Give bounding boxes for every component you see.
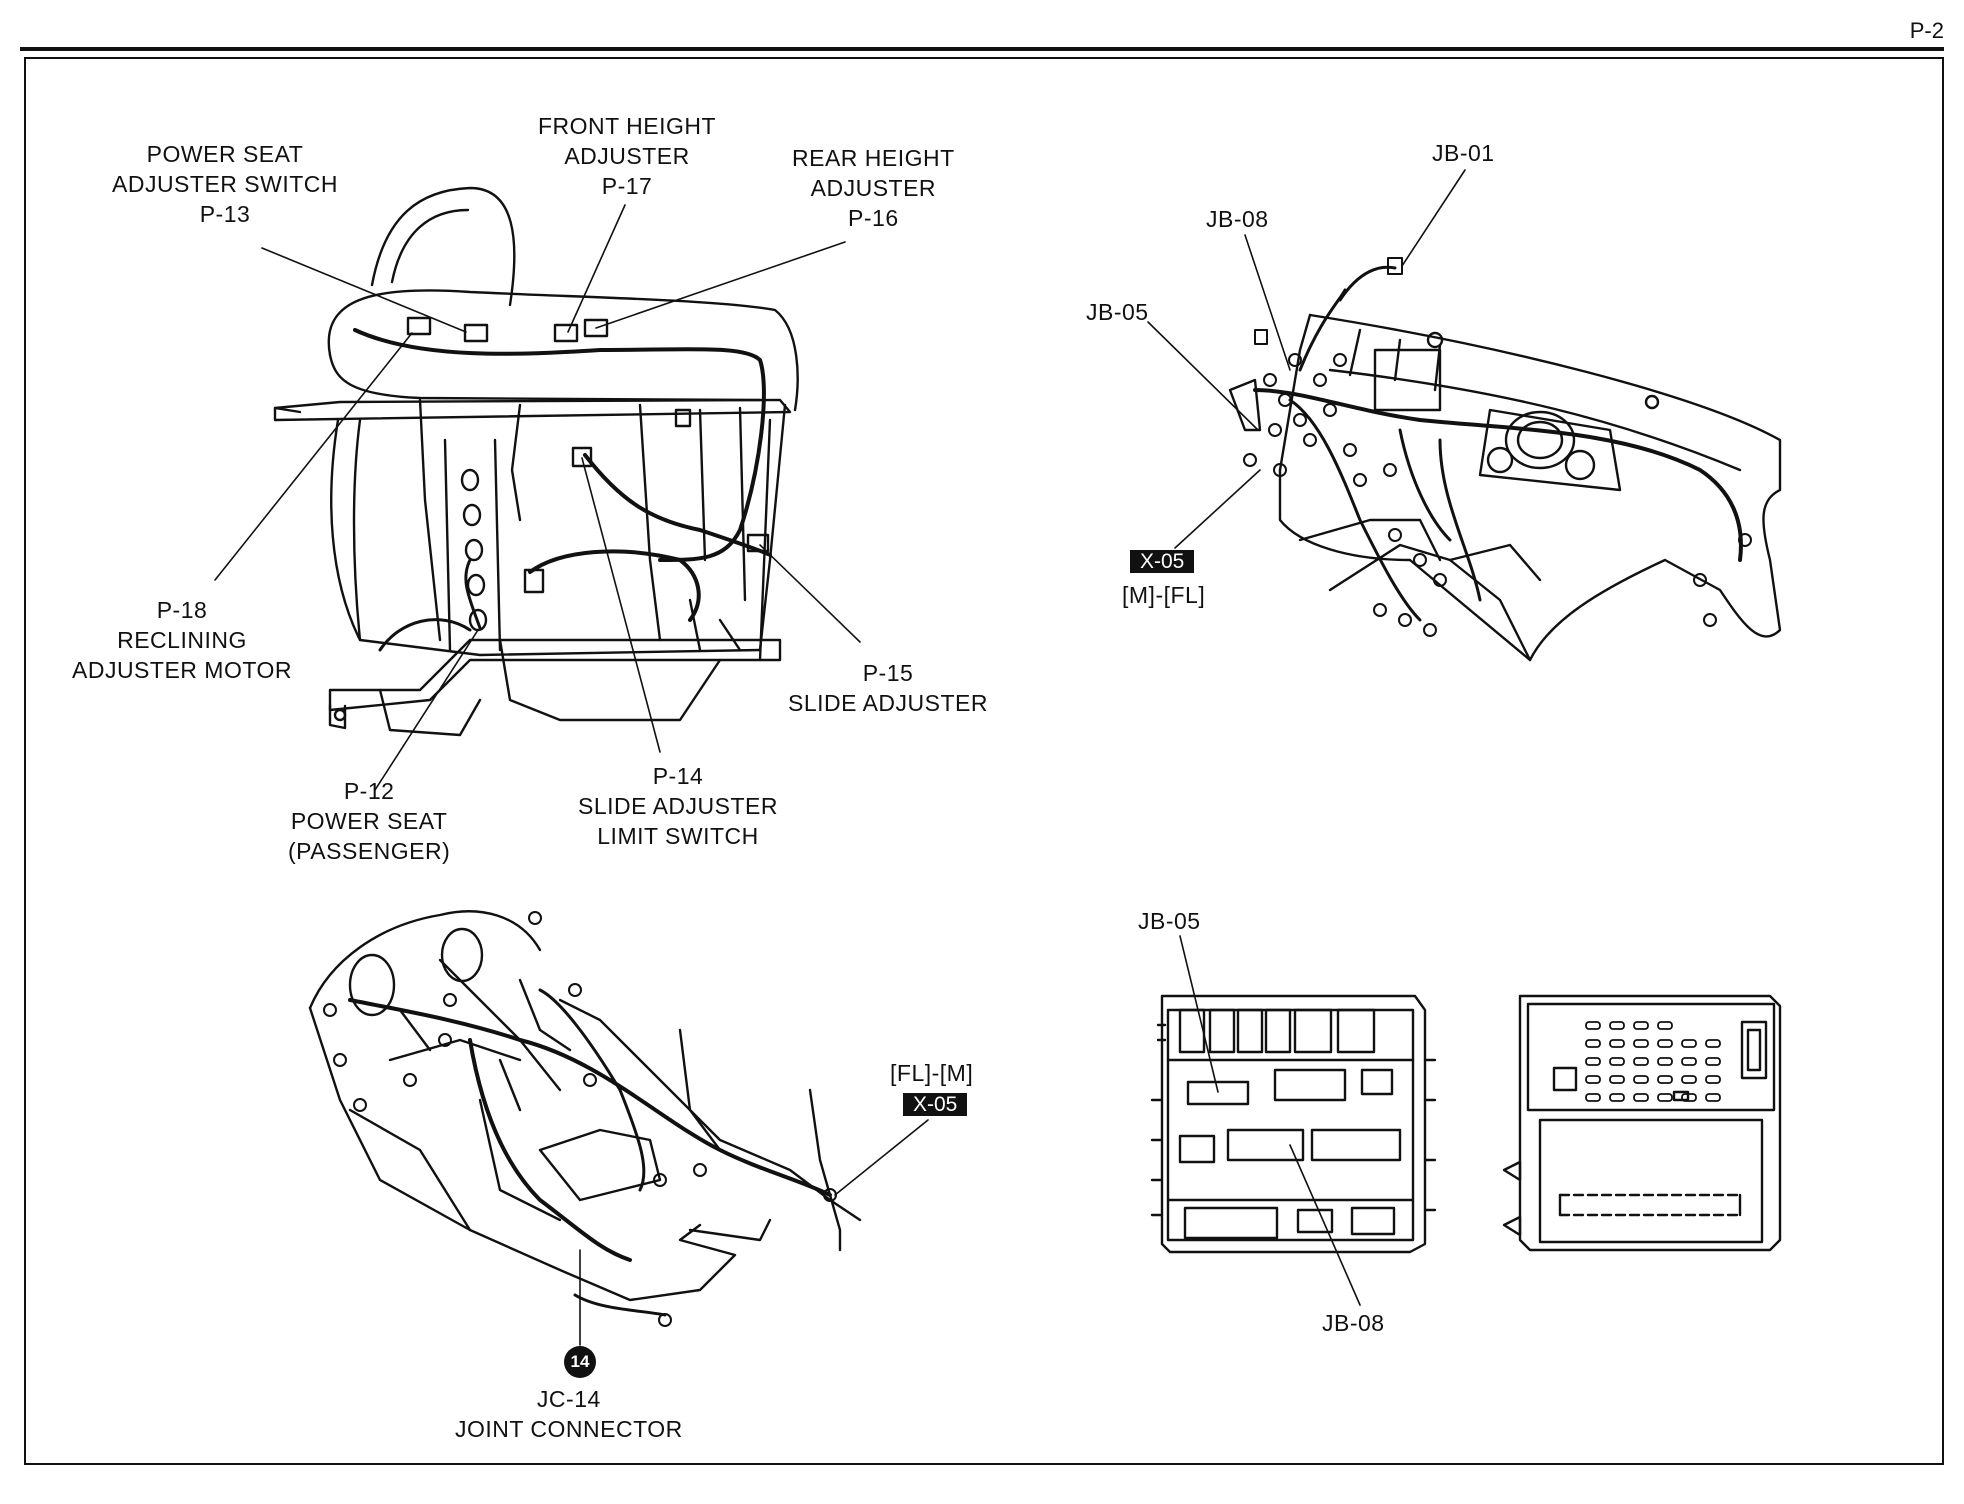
jb-leader-lines xyxy=(1179,935,1361,1306)
label-jb-08-dash: JB-08 xyxy=(1206,206,1269,232)
seat-drawing xyxy=(273,186,799,737)
floor-leader-lines xyxy=(579,1119,929,1346)
floor-drawing xyxy=(308,910,862,1327)
label-fl-m: [FL]-[M] xyxy=(890,1060,974,1086)
junction-box-front xyxy=(1150,994,1437,1254)
connector-x05-floor: X-05 xyxy=(903,1093,968,1117)
dash-drawing xyxy=(1228,257,1782,662)
label-jb-08-box: JB-08 xyxy=(1322,1310,1385,1336)
connector-x05-dash: X-05 xyxy=(1130,550,1195,574)
header-rule xyxy=(20,47,1944,51)
connector-code: X-05 xyxy=(1130,550,1195,573)
dash-leader-lines xyxy=(1147,169,1466,549)
connector-code: X-05 xyxy=(903,1093,968,1116)
diagram-frame xyxy=(24,57,1944,1465)
label-jb-05-dash: JB-05 xyxy=(1086,299,1149,325)
label-jb-01-dash: JB-01 xyxy=(1432,140,1495,166)
label-m-fl: [M]-[FL] xyxy=(1122,582,1206,608)
junction-box-rear xyxy=(1502,994,1782,1252)
seat-leader-lines xyxy=(214,204,861,791)
page-number: P-2 xyxy=(1909,18,1944,43)
label-jb-05-box: JB-05 xyxy=(1138,908,1201,934)
joint-connector-badge: 14 xyxy=(564,1346,596,1378)
